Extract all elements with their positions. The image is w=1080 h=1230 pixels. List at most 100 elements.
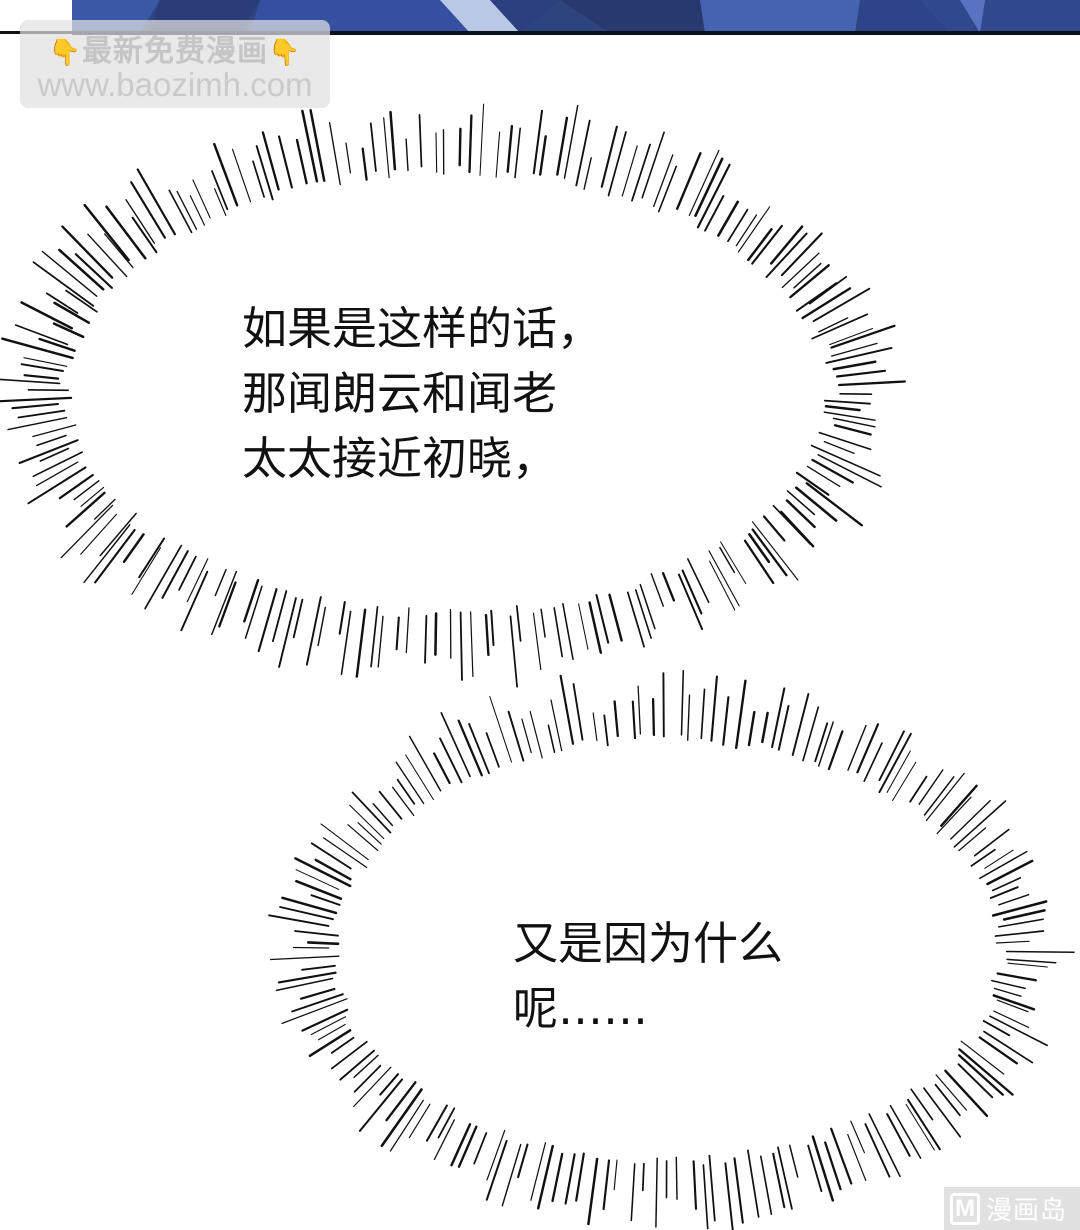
bubble-1-line-2: 那闻朗云和闻老 — [242, 367, 558, 420]
speech-bubble-1-text: 如果是这样的话， 那闻朗云和闻老 太太接近初晓， — [242, 296, 602, 491]
burst-line — [308, 1029, 352, 1058]
burst-line — [655, 1157, 658, 1228]
burst-line — [99, 512, 137, 557]
burst-line — [957, 1063, 994, 1099]
burst-line — [514, 127, 521, 179]
burst-line — [631, 143, 651, 202]
burst-line — [473, 1132, 488, 1165]
burst-line — [440, 712, 471, 778]
burst-line — [307, 941, 340, 946]
burst-line — [501, 1143, 522, 1207]
burst-line — [136, 168, 176, 236]
burst-line — [309, 109, 326, 182]
burst-line — [38, 337, 76, 352]
burst-line — [58, 473, 94, 500]
burst-line — [408, 735, 442, 792]
burst-line — [433, 1119, 455, 1161]
burst-line — [330, 1040, 368, 1070]
burst-line — [991, 979, 1026, 990]
burst-line — [909, 775, 928, 803]
burst-line — [83, 203, 130, 262]
burst-line — [556, 116, 569, 176]
burst-line — [795, 471, 830, 496]
burst-line — [80, 513, 118, 555]
burst-line — [27, 389, 69, 392]
burst-line — [973, 828, 1010, 857]
burst-line — [823, 399, 871, 405]
burst-line — [405, 754, 434, 801]
burst-line — [747, 710, 756, 747]
burst-line — [213, 142, 239, 207]
burst-line — [925, 772, 965, 822]
burst-line — [391, 786, 415, 817]
burst-line — [772, 1152, 786, 1209]
burst-line — [868, 1113, 901, 1178]
burst-line — [704, 195, 725, 232]
burst-line — [310, 894, 341, 906]
burst-line — [257, 588, 278, 653]
burst-line — [7, 416, 68, 431]
burst-line — [529, 710, 543, 759]
burst-line — [907, 1098, 941, 1151]
speech-bubble-2-text: 又是因为什么 呢…… — [513, 911, 783, 1041]
burst-line — [83, 524, 131, 584]
burst-line — [305, 596, 322, 666]
burst-line — [277, 971, 337, 984]
burst-line — [653, 154, 674, 208]
burst-line — [878, 730, 905, 782]
burst-line — [608, 593, 623, 642]
burst-line — [680, 669, 685, 736]
burst-line — [709, 560, 736, 611]
burst-line — [823, 411, 876, 421]
burst-line — [830, 342, 878, 357]
burst-line — [979, 850, 1028, 880]
burst-line — [950, 799, 991, 840]
burst-line — [418, 114, 423, 168]
burst-line — [724, 1162, 734, 1230]
burst-line — [314, 858, 352, 881]
burst-line — [587, 1157, 599, 1226]
burst-line — [564, 1153, 576, 1205]
burst-line — [710, 675, 718, 742]
burst-line — [261, 131, 280, 191]
burst-line — [878, 732, 912, 794]
burst-line — [361, 147, 368, 181]
burst-line — [45, 292, 79, 314]
burst-line — [345, 142, 352, 174]
burst-line — [805, 482, 863, 527]
burst-line — [737, 206, 771, 253]
burst-line — [827, 730, 844, 771]
burst-line — [811, 313, 869, 340]
burst-line — [507, 710, 525, 762]
burst-line — [435, 132, 438, 173]
burst-line — [910, 1088, 934, 1121]
watermark-publisher-logo: M 漫画岛 — [944, 1187, 1080, 1230]
burst-line — [281, 998, 348, 1025]
burst-line — [864, 1123, 891, 1178]
burst-line — [459, 611, 463, 681]
burst-line — [468, 723, 490, 775]
burst-line — [696, 163, 731, 229]
burst-line — [469, 611, 474, 678]
bubble-2-line-1: 又是因为什么 — [513, 917, 784, 970]
burst-line — [817, 454, 882, 488]
burst-line — [310, 1016, 347, 1036]
burst-line — [631, 700, 637, 740]
previous-panel-art — [0, 0, 1080, 36]
burst-line — [675, 151, 702, 210]
burst-line — [603, 714, 609, 747]
burst-line — [295, 879, 343, 900]
burst-line — [892, 761, 917, 802]
burst-line — [958, 1054, 1004, 1096]
burst-line — [814, 722, 829, 763]
burst-line — [762, 515, 786, 542]
burst-line — [788, 1144, 799, 1178]
burst-line — [94, 528, 136, 584]
speech-bubble-1-burst — [0, 103, 906, 688]
burst-line — [292, 598, 304, 639]
burst-line — [553, 607, 564, 658]
burst-line — [687, 558, 710, 604]
burst-line — [811, 1135, 835, 1202]
burst-line — [18, 439, 79, 465]
burst-line — [657, 165, 678, 213]
